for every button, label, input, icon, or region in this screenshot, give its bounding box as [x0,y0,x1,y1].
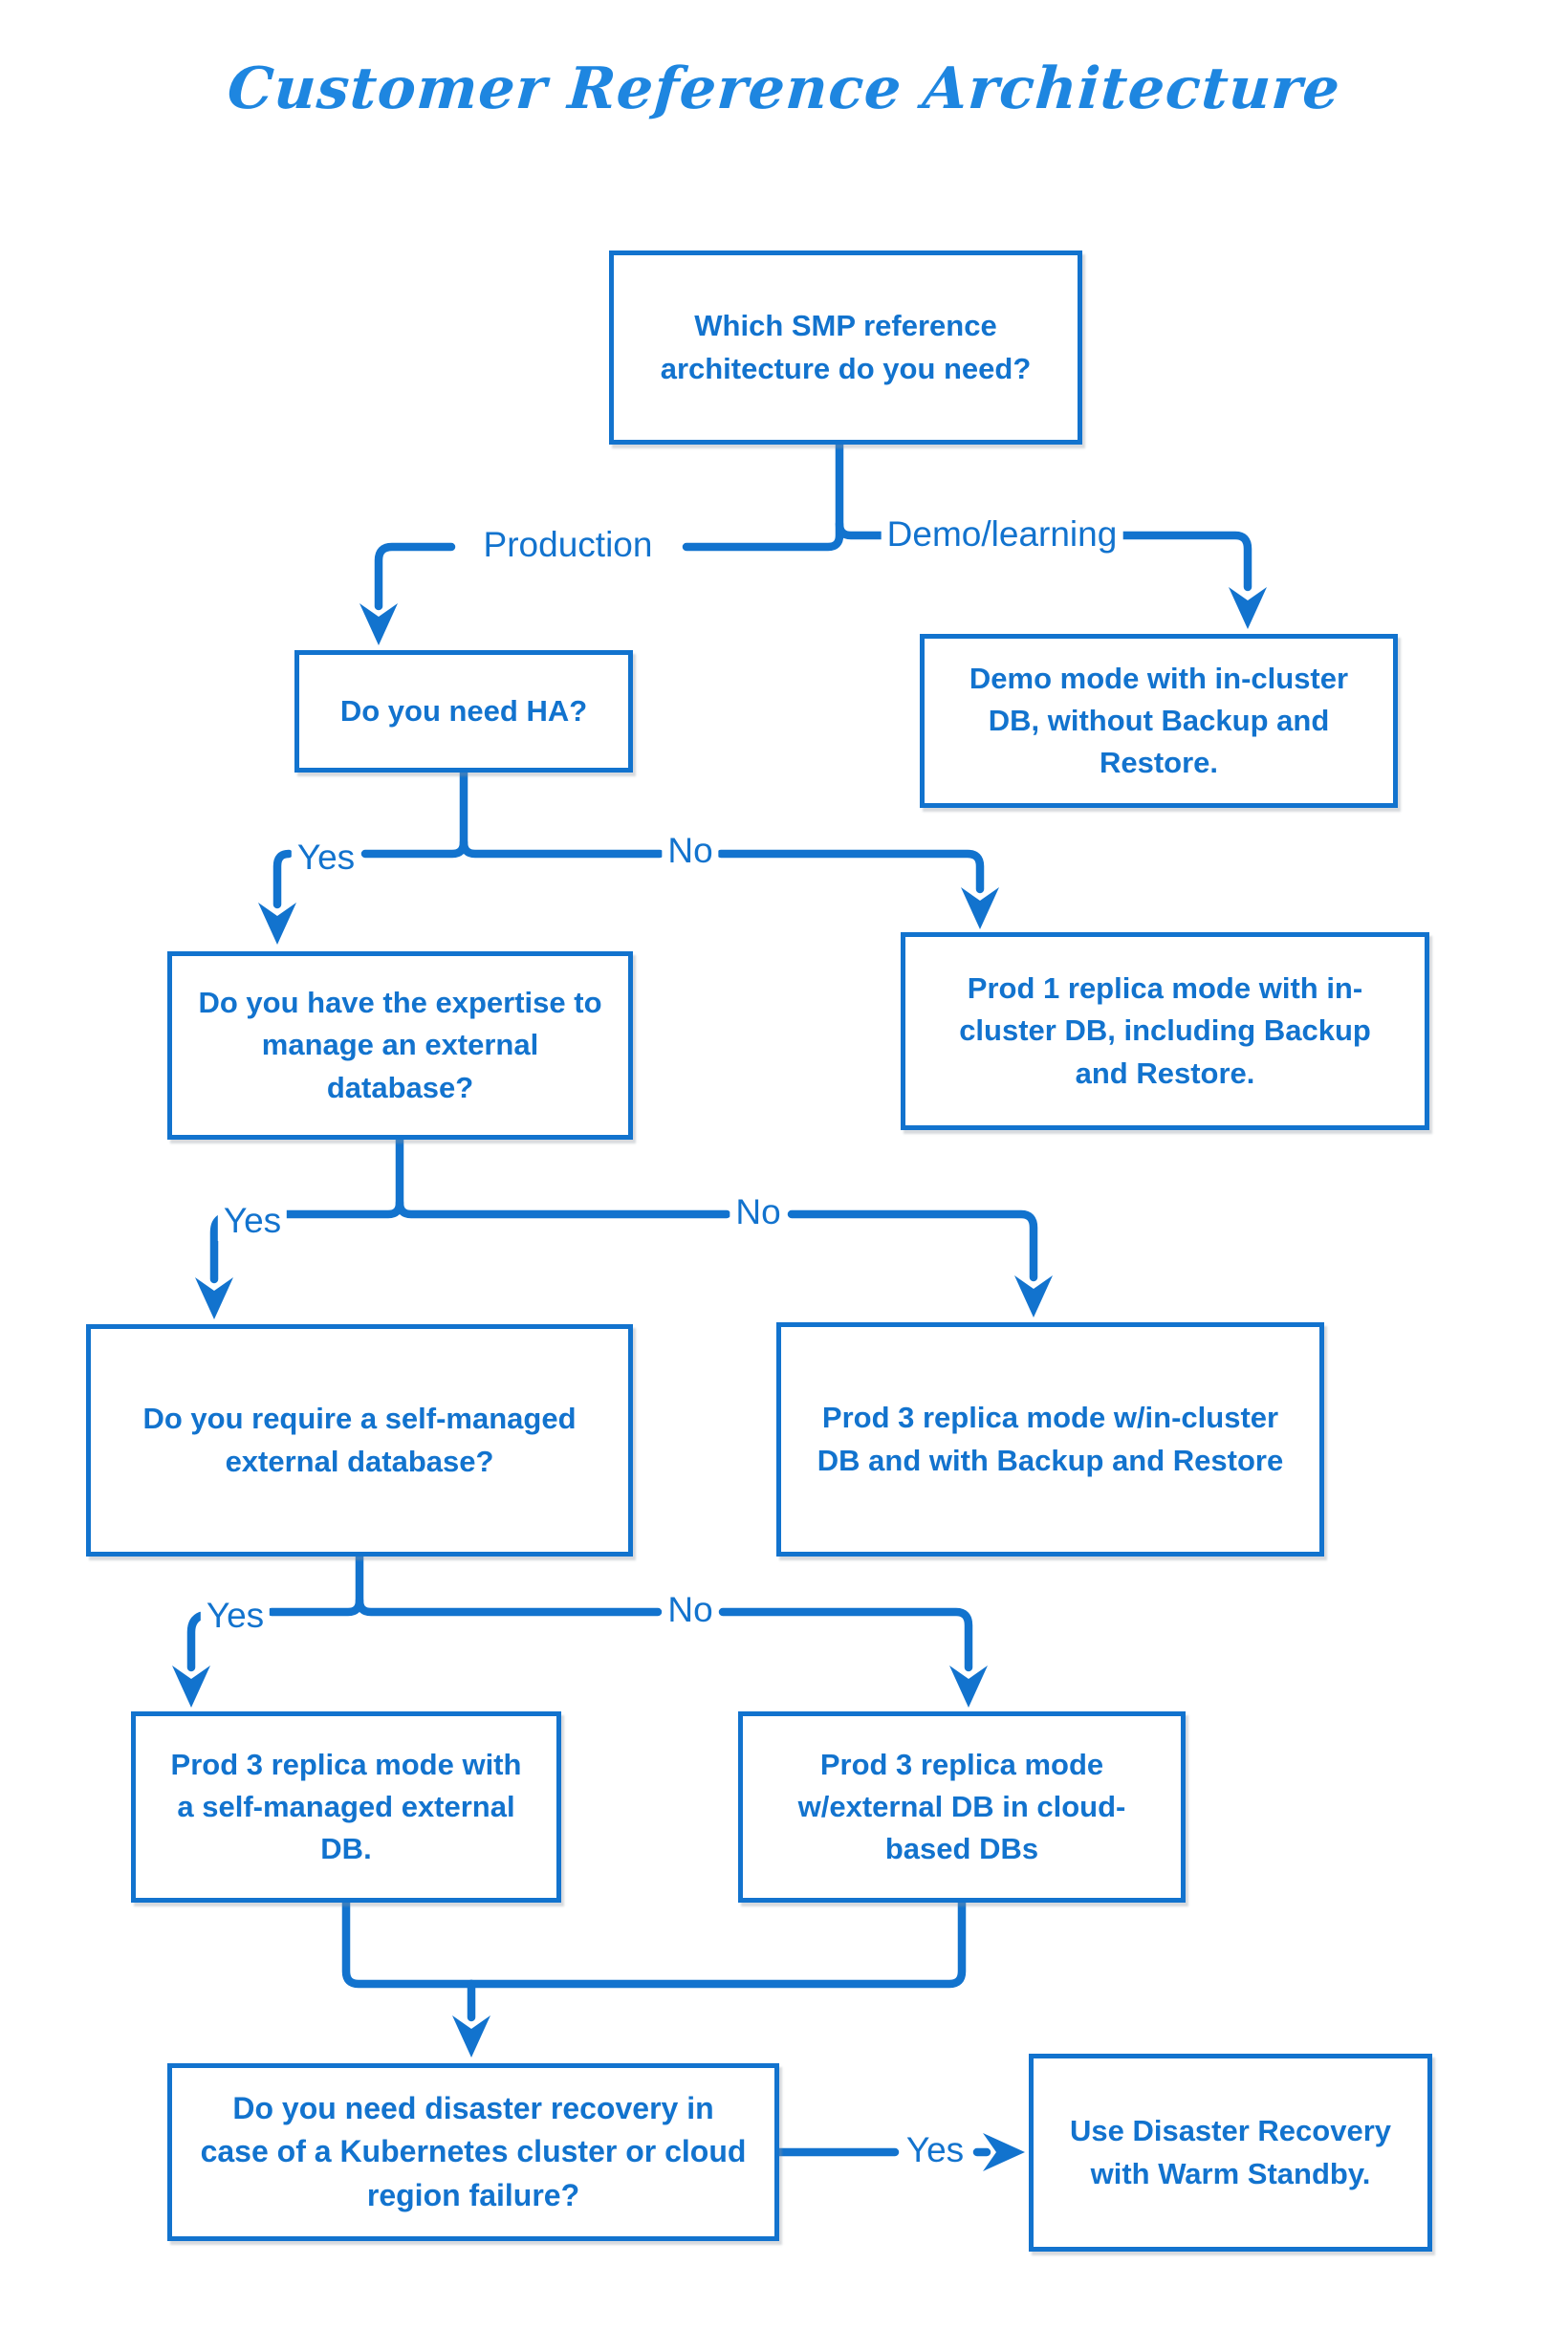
node-result-prod3-cloud-text: Prod 3 replica mode w/external DB in clo… [797,1747,1126,1865]
node-result-warm-standby-text: Use Disaster Recovery with Warm Standby. [1069,2114,1392,2190]
arrowhead-merge-dr [452,2015,490,2058]
node-result-warm-standby: Use Disaster Recovery with Warm Standby. [1029,2054,1432,2252]
node-result-prod3-selfmanaged: Prod 3 replica mode with a self-managed … [131,1711,561,1903]
node-question-root: Which SMP reference architecture do you … [609,250,1082,445]
edge-ha-no [459,838,999,929]
edge-label-demo-learning: Demo/learning [881,514,1123,555]
edge-selfmanaged-no [355,1596,988,1708]
arrowhead-dr-yes [983,2133,1025,2171]
node-question-expertise: Do you have the expertise to manage an e… [167,951,633,1140]
node-question-ha-text: Do you need HA? [339,693,588,728]
edge-merge-dr [341,1898,967,2058]
node-question-root-text: Which SMP reference architecture do you … [660,309,1032,385]
edge-root-production [359,440,844,645]
edge-root-demo [835,519,1267,629]
node-result-prod3-incluster-text: Prod 3 replica mode w/in-cluster DB and … [817,1401,1284,1477]
node-result-prod3-selfmanaged-text: Prod 3 replica mode with a self-managed … [170,1747,522,1865]
arrowhead-ha-yes [258,903,296,945]
edge-label-ha-no: No [662,831,719,871]
node-question-ha: Do you need HA? [294,650,633,773]
edge-label-selfmanaged-yes: Yes [200,1596,271,1636]
arrowhead-expertise-yes [195,1277,233,1319]
edge-ha-yes [258,768,468,945]
node-result-prod1-incluster-text: Prod 1 replica mode with in-cluster DB, … [959,971,1371,1090]
edge-dr-yes [774,2133,1025,2171]
edge-label-ha-yes: Yes [291,838,361,878]
node-result-prod1-incluster: Prod 1 replica mode with in-cluster DB, … [901,932,1429,1130]
node-question-disaster-recovery: Do you need disaster recovery in case of… [167,2063,779,2241]
edge-label-production: Production [477,525,659,565]
node-result-demo-mode-text: Demo mode with in-cluster DB, without Ba… [969,661,1349,779]
edge-label-expertise-yes: Yes [217,1201,288,1241]
arrowhead-selfmanaged-yes [172,1666,210,1708]
arrowhead-demo [1229,587,1267,629]
arrowhead-selfmanaged-no [949,1666,988,1708]
node-question-selfmanaged-text: Do you require a self-managed external d… [142,1402,577,1478]
arrowhead-ha-no [961,887,999,929]
node-result-prod3-incluster: Prod 3 replica mode w/in-cluster DB and … [776,1322,1324,1557]
node-question-selfmanaged: Do you require a self-managed external d… [86,1324,633,1557]
edge-label-selfmanaged-no: No [662,1590,719,1630]
edge-label-expertise-no: No [730,1192,787,1232]
edge-expertise-no [395,1198,1053,1317]
arrowhead-expertise-no [1014,1275,1053,1317]
node-result-demo-mode: Demo mode with in-cluster DB, without Ba… [920,634,1398,808]
node-question-disaster-recovery-text: Do you need disaster recovery in case of… [200,2090,747,2212]
arrowhead-production [359,603,398,645]
node-question-expertise-text: Do you have the expertise to manage an e… [198,986,602,1104]
edge-label-dr-yes: Yes [900,2130,970,2170]
node-result-prod3-cloud: Prod 3 replica mode w/external DB in clo… [738,1711,1186,1903]
